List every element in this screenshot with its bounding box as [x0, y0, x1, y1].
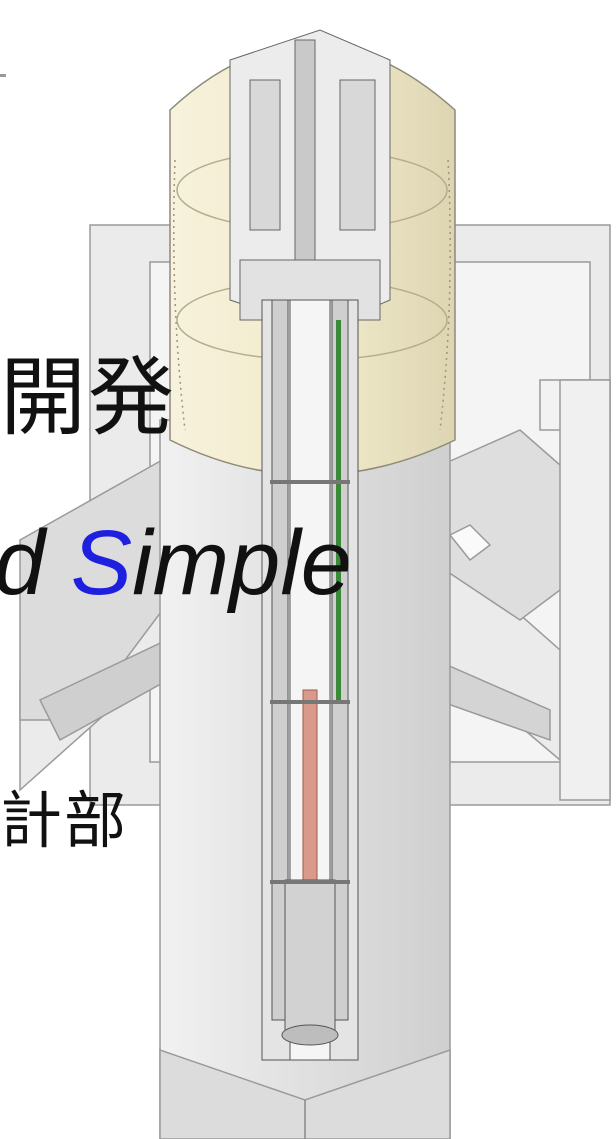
department-fragment: 計部 — [0, 784, 129, 857]
subtitle-part1: d — [0, 512, 71, 614]
vessel-cutaway — [229, 29, 391, 331]
reactor-internals — [261, 299, 359, 1061]
subtitle-text: d Simple — [0, 517, 352, 609]
corner-mark — [0, 74, 6, 77]
title-kanji-fragment: 開発 — [0, 348, 176, 448]
subtitle-part2: imple — [132, 512, 352, 614]
subtitle-highlight-letter: S — [70, 512, 133, 614]
